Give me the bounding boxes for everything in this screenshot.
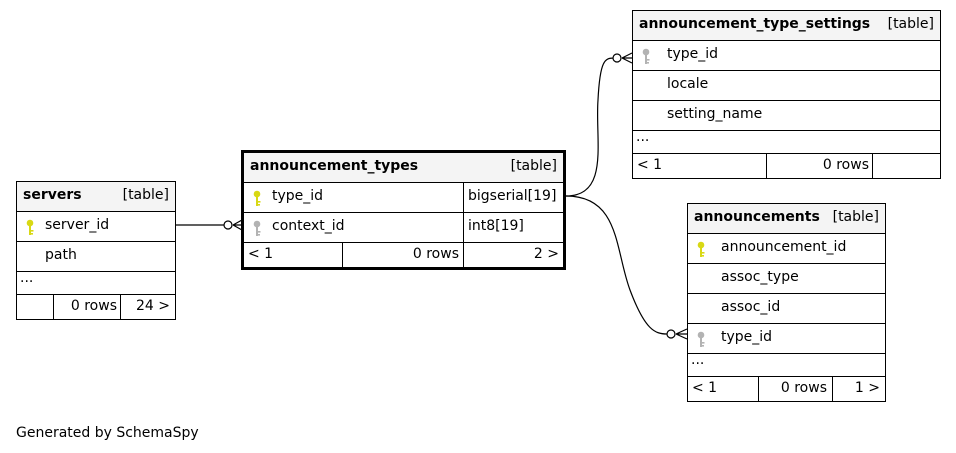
column-row: path — [17, 242, 175, 272]
relation-announcement-types-to-type-settings — [565, 57, 615, 197]
child-count: 24 > — [136, 298, 170, 314]
column-name: locale — [667, 76, 709, 92]
primary-key-icon — [26, 219, 34, 235]
child-count: 1 > — [854, 380, 880, 396]
crowfoot-marker — [621, 52, 633, 64]
column-row: type_id bigserial[19] — [244, 183, 563, 213]
column-divider — [463, 213, 464, 242]
more-columns-row: ... — [17, 270, 175, 295]
more-columns-ellipsis: ... — [691, 352, 705, 368]
footer-divider — [872, 154, 873, 178]
column-name: type_id — [721, 329, 773, 345]
column-row: setting_name — [633, 101, 940, 131]
foreign-key-icon — [642, 48, 650, 64]
zero-optional-marker — [223, 220, 233, 230]
column-row: server_id — [17, 212, 175, 242]
foreign-key-icon — [697, 331, 705, 347]
table-header: announcements [table] — [688, 204, 885, 234]
footer-divider — [766, 154, 767, 178]
table-announcement-types[interactable]: announcement_types [table] type_id bigse… — [241, 150, 566, 270]
row-count: 0 rows — [822, 157, 869, 173]
foreign-key-icon — [253, 220, 261, 236]
footer-divider — [832, 377, 833, 401]
table-name: announcement_types — [250, 158, 419, 174]
row-count: 0 rows — [412, 246, 459, 262]
column-type: bigserial[19] — [468, 188, 557, 204]
table-header: announcement_types [table] — [244, 153, 563, 183]
primary-key-icon — [253, 190, 261, 206]
column-name: type_id — [272, 188, 324, 204]
parent-count: < 1 — [248, 246, 274, 262]
table-header: servers [table] — [17, 182, 175, 212]
footer-divider — [53, 295, 54, 319]
row-count: 0 rows — [780, 380, 827, 396]
column-divider — [463, 183, 464, 212]
more-columns-row: ... — [633, 129, 940, 154]
relation-announcement-types-to-announcements — [565, 195, 668, 335]
footer-divider — [120, 295, 121, 319]
table-servers[interactable]: servers [table] server_id path ... 0 row… — [16, 181, 176, 320]
generated-by-credit: Generated by SchemaSpy — [16, 425, 199, 441]
table-footer: < 1 0 rows — [633, 154, 940, 178]
column-name: context_id — [272, 218, 345, 234]
column-name: assoc_type — [721, 269, 799, 285]
child-count: 2 > — [533, 246, 559, 262]
table-footer: < 1 0 rows 2 > — [244, 243, 563, 267]
column-row: context_id int8[19] — [244, 213, 563, 243]
row-count: 0 rows — [70, 298, 117, 314]
column-name: path — [45, 247, 77, 263]
footer-divider — [463, 243, 464, 267]
more-columns-ellipsis: ... — [636, 129, 650, 145]
zero-optional-marker — [666, 329, 676, 339]
column-row: type_id — [688, 324, 885, 354]
crowfoot-marker — [232, 219, 243, 231]
column-row: locale — [633, 71, 940, 101]
column-name: setting_name — [667, 106, 763, 122]
footer-divider — [342, 243, 343, 267]
parent-count: < 1 — [692, 380, 718, 396]
table-announcements[interactable]: announcements [table] announcement_id as… — [687, 203, 886, 402]
column-row: assoc_type — [688, 264, 885, 294]
table-kind: [table] — [510, 158, 557, 174]
table-name: announcement_type_settings — [639, 16, 871, 32]
zero-optional-marker — [612, 53, 622, 63]
table-kind: [table] — [887, 16, 934, 32]
column-name: type_id — [667, 46, 719, 62]
table-kind: [table] — [122, 187, 169, 203]
more-columns-ellipsis: ... — [20, 270, 34, 286]
table-footer: < 1 0 rows 1 > — [688, 377, 885, 401]
column-name: announcement_id — [721, 239, 847, 255]
table-header: announcement_type_settings [table] — [633, 11, 940, 41]
table-announcement-type-settings[interactable]: announcement_type_settings [table] type_… — [632, 10, 941, 179]
table-kind: [table] — [832, 209, 879, 225]
footer-divider — [758, 377, 759, 401]
column-name: server_id — [45, 217, 110, 233]
table-footer: 0 rows 24 > — [17, 295, 175, 319]
primary-key-icon — [697, 241, 705, 257]
more-columns-row: ... — [688, 352, 885, 377]
table-name: servers — [23, 187, 82, 203]
column-name: assoc_id — [721, 299, 781, 315]
table-name: announcements — [694, 209, 820, 225]
column-row: type_id — [633, 41, 940, 71]
column-row: announcement_id — [688, 234, 885, 264]
column-type: int8[19] — [468, 218, 524, 234]
column-row: assoc_id — [688, 294, 885, 324]
crowfoot-marker — [675, 328, 688, 340]
parent-count: < 1 — [637, 157, 663, 173]
